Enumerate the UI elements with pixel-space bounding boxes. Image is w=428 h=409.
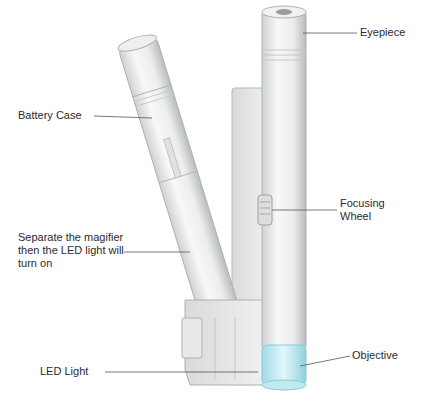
objective-lens [262, 345, 306, 385]
part-label: Eyepiece [360, 26, 425, 39]
led-housing [182, 318, 202, 358]
leader-lines [94, 33, 357, 372]
part-label: Battery Case [18, 109, 98, 122]
part-label: Objective [352, 349, 422, 362]
part-label: Separate the magifier then the LED light… [18, 231, 126, 270]
optical-tube [262, 10, 306, 350]
part-label: LED Light [40, 365, 110, 378]
focusing-wheel [258, 195, 272, 225]
part-label: Focusing Wheel [340, 197, 400, 223]
eyepiece [262, 6, 306, 18]
battery-tube [116, 32, 244, 336]
